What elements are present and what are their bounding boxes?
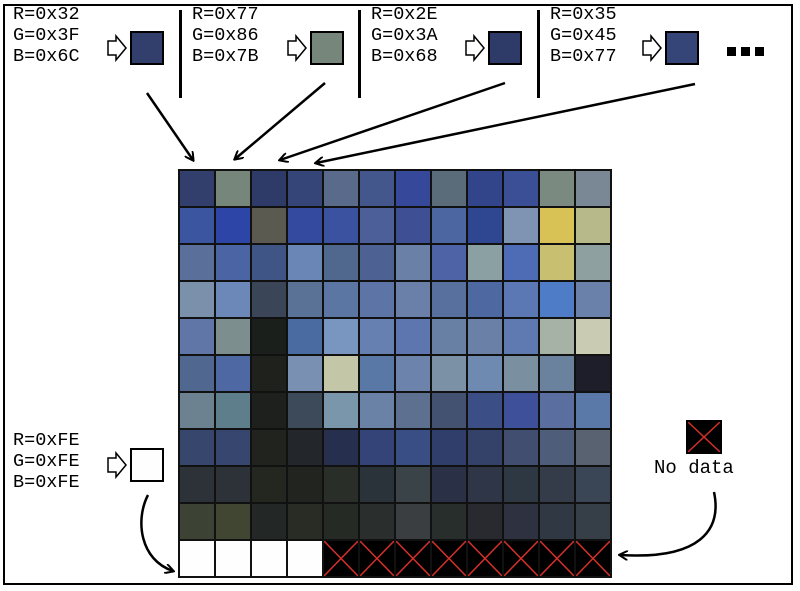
pixel-cell [574, 354, 612, 393]
separator-3 [537, 10, 540, 98]
white-cell [286, 539, 324, 578]
sample-2-b: B=0x7B [192, 46, 259, 67]
pixel-cell [394, 280, 432, 319]
pixel-cell [574, 169, 612, 208]
nodata-cross-icon [504, 541, 538, 576]
pixel-cell [574, 391, 612, 430]
sample-4-swatch [665, 31, 699, 65]
pixel-cell [214, 502, 252, 541]
sample-2-r: R=0x77 [192, 4, 259, 25]
hollow-arrow-icon-2 [287, 33, 307, 63]
sample-3-g: G=0x3A [371, 25, 438, 46]
pixel-cell [322, 280, 360, 319]
white-cell [214, 539, 252, 578]
nodata-cell [466, 539, 504, 578]
pixel-cell [502, 169, 540, 208]
pixel-cell [574, 206, 612, 245]
pixel-cell [214, 169, 252, 208]
pixel-cell [358, 354, 396, 393]
hollow-arrow-icons [107, 33, 662, 480]
white-sample-b: B=0xFE [13, 472, 80, 493]
nodata-cross-icon [360, 541, 394, 576]
sample-4-r: R=0x35 [550, 4, 617, 25]
sample-1-g: G=0x3F [13, 25, 80, 46]
nodata-legend-cross-icon [687, 421, 721, 453]
pixel-cell [250, 280, 288, 319]
nodata-cross-icon [324, 541, 358, 576]
pixel-cell [214, 243, 252, 282]
nodata-cell [574, 539, 612, 578]
sample-2-g: G=0x86 [192, 25, 259, 46]
nodata-label: No data [654, 457, 734, 479]
pixel-cell [358, 280, 396, 319]
separator-2 [358, 10, 361, 98]
arrow-sample-1 [145, 92, 193, 160]
sample-3-b: B=0x68 [371, 46, 438, 67]
pixel-cell [214, 280, 252, 319]
arrow-nodata [620, 491, 717, 556]
nodata-cross-icon [576, 541, 610, 576]
separator-1 [179, 10, 182, 98]
pixel-cell [322, 391, 360, 430]
sample-3-swatch [488, 31, 522, 65]
sample-4-g: G=0x45 [550, 25, 617, 46]
sample-1-r: R=0x32 [13, 4, 80, 25]
pixel-cell [178, 243, 216, 282]
pixel-cell [322, 206, 360, 245]
pixel-cell [250, 169, 288, 208]
white-sample-swatch [130, 448, 164, 482]
nodata-cross-icon [396, 541, 430, 576]
sample-1-swatch [130, 31, 164, 65]
nodata-cell [430, 539, 468, 578]
pixel-cell [394, 206, 432, 245]
sample-1-b: B=0x6C [13, 46, 80, 67]
arrow-sample-4 [316, 82, 696, 163]
sample-2-swatch [310, 31, 344, 65]
nodata-cell [358, 539, 396, 578]
pixel-cell [430, 280, 468, 319]
nodata-cross-icon [540, 541, 574, 576]
pixel-cell [574, 428, 612, 467]
nodata-cross-icon [432, 541, 466, 576]
pixel-cell [430, 169, 468, 208]
pixel-cell [250, 502, 288, 541]
arrow-sample-2 [235, 82, 326, 159]
pixel-cell [214, 391, 252, 430]
pixel-cell [286, 428, 324, 467]
hollow-arrow-icon-white [107, 450, 127, 480]
hollow-arrow-icon-4 [642, 33, 662, 63]
pixel-cell [430, 243, 468, 282]
nodata-cell [538, 539, 576, 578]
pixel-cell [394, 428, 432, 467]
hollow-arrow-icon-3 [465, 33, 485, 63]
nodata-cross-icon [468, 541, 502, 576]
pixel-cell [394, 465, 432, 504]
white-sample-r: R=0xFE [13, 430, 80, 451]
arrow-white [140, 494, 173, 571]
arrow-sample-3 [280, 81, 506, 160]
nodata-legend-swatch [686, 420, 722, 454]
pixel-cell [322, 317, 360, 356]
pixel-cell [466, 465, 504, 504]
sample-4-b: B=0x77 [550, 46, 617, 67]
pixel-cell [250, 465, 288, 504]
pixel-cell [178, 317, 216, 356]
pixel-cell [466, 169, 504, 208]
white-sample-g: G=0xFE [13, 451, 80, 472]
pixel-cell [358, 465, 396, 504]
sample-3-r: R=0x2E [371, 4, 438, 25]
pixel-cell [394, 317, 432, 356]
hollow-arrow-icon-1 [107, 33, 127, 63]
